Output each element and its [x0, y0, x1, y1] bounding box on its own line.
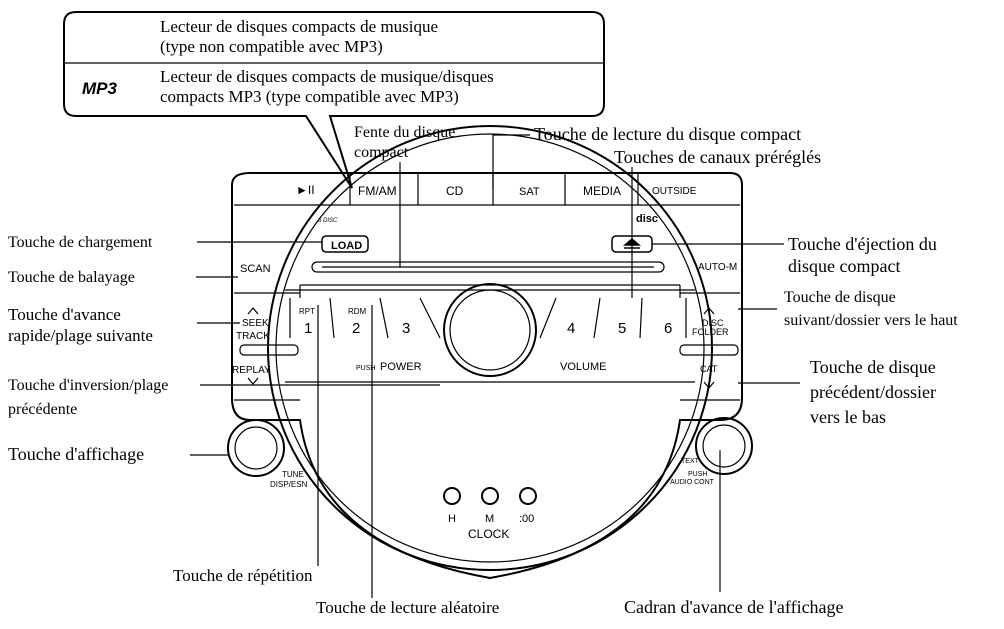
label-reverse-1: Touche d'inversion/plage	[8, 377, 168, 394]
label-eject-1: Touche d'éjection du	[788, 234, 937, 254]
mp3-logo: MP3	[82, 79, 118, 98]
outside-button[interactable]: OUTSIDE	[652, 186, 697, 197]
clock-hour-button[interactable]	[443, 487, 461, 505]
disc-folder-switch[interactable]	[679, 344, 739, 356]
clock-minute-button[interactable]	[481, 487, 499, 505]
power-label: POWER	[380, 361, 422, 373]
label-scan-key: Touche de balayage	[8, 269, 135, 286]
cd-slot	[311, 261, 665, 273]
label-disc-down-3: vers le bas	[810, 407, 886, 427]
label-slot-1: Fente du disque	[354, 124, 455, 141]
seek-down-icon	[247, 377, 259, 385]
replay-label[interactable]: REPLAY	[232, 365, 271, 376]
rpt-label: RPT	[299, 307, 315, 316]
audio-knob[interactable]	[695, 417, 753, 475]
label-seek-2: rapide/plage suivante	[8, 326, 153, 345]
label-reverse-2: précédente	[8, 401, 77, 418]
label-disc-up-2: suivant/dossier vers le haut	[784, 312, 958, 329]
cd-player-text-2: (type non compatible avec MP3)	[160, 37, 383, 56]
cd-player-text-1: Lecteur de disques compacts de musique	[160, 17, 438, 36]
clock-h-label: H	[448, 513, 456, 525]
cd-button[interactable]: CD	[446, 184, 464, 198]
track-label[interactable]: TRACK	[236, 331, 270, 342]
load-button-label: LOAD	[331, 240, 362, 252]
preset-3-button[interactable]: 3	[402, 320, 410, 337]
six-disc-mark: 6 DISC	[318, 218, 338, 224]
preset-6-button[interactable]: 6	[664, 320, 672, 337]
label-disc-up-1: Touche de disque	[784, 289, 896, 306]
label-random-key: Touche de lecture aléatoire	[316, 598, 499, 617]
callout-box	[63, 11, 605, 189]
volume-label: VOLUME	[560, 361, 606, 373]
disc-up-icon	[703, 307, 715, 315]
seek-track-switch[interactable]	[239, 344, 299, 356]
label-display-dial: Cadran d'avance de l'affichage	[624, 597, 844, 617]
mp3-player-text-2: compacts MP3 (type compatible avec MP3)	[160, 87, 459, 106]
label-load-key: Touche de chargement	[8, 234, 153, 251]
fm-am-button[interactable]: FM/AM	[358, 184, 397, 198]
label-cd-play-key: Touche de lecture du disque compact	[534, 124, 801, 144]
label-repeat-key: Touche de répétition	[173, 566, 313, 585]
disc-down-icon	[703, 381, 715, 389]
tune-label: TUNE	[282, 470, 304, 479]
disc-label[interactable]: DISC	[702, 318, 724, 328]
clock-00-label: :00	[519, 513, 534, 525]
mp3-player-text-1: Lecteur de disques compacts de musique/d…	[160, 67, 494, 86]
rdm-label: RDM	[348, 307, 367, 316]
display-knob[interactable]	[227, 419, 285, 477]
folder-label[interactable]: FOLDER	[692, 327, 729, 337]
preset-5-button[interactable]: 5	[618, 320, 626, 337]
push-audio-label-2: AUDIO CONT	[670, 479, 715, 486]
label-display-key: Touche d'affichage	[8, 444, 144, 464]
leader-lines	[190, 134, 800, 598]
auto-m-button[interactable]: AUTO-M	[698, 262, 737, 273]
push-audio-label-1: PUSH	[688, 471, 707, 478]
preset-2-button[interactable]: 2	[352, 320, 360, 337]
scan-button[interactable]: SCAN	[240, 263, 271, 275]
clock-m-label: M	[485, 513, 494, 525]
power-volume-knob[interactable]	[443, 283, 537, 377]
disc-logo: disc	[636, 213, 658, 225]
label-seek-1: Touche d'avance	[8, 305, 121, 324]
cat-label[interactable]: CAT	[700, 364, 718, 374]
label-disc-down-2: précédent/dossier	[810, 382, 936, 402]
label-eject-2: disque compact	[788, 256, 900, 276]
clock-reset-button[interactable]	[519, 487, 537, 505]
label-disc-down-1: Touche de disque	[810, 357, 936, 377]
sat-button[interactable]: SAT	[519, 186, 540, 198]
media-button[interactable]: MEDIA	[583, 184, 621, 198]
label-slot-2: compact	[354, 144, 409, 161]
text-label: TEXT	[681, 458, 700, 465]
faceplate-outline	[231, 125, 743, 580]
seek-label[interactable]: SEEK	[242, 318, 269, 329]
push-label: PUSH	[356, 365, 375, 372]
clock-label: CLOCK	[468, 527, 509, 541]
play-pause-button[interactable]: ►II	[296, 183, 315, 197]
seek-up-icon	[247, 307, 259, 315]
disp-esn-label: DISP/ESN	[270, 480, 308, 489]
preset-4-button[interactable]: 4	[567, 320, 575, 337]
label-preset-keys: Touches de canaux préréglés	[614, 147, 821, 167]
load-button[interactable]	[321, 235, 369, 253]
preset-1-button[interactable]: 1	[304, 320, 312, 337]
